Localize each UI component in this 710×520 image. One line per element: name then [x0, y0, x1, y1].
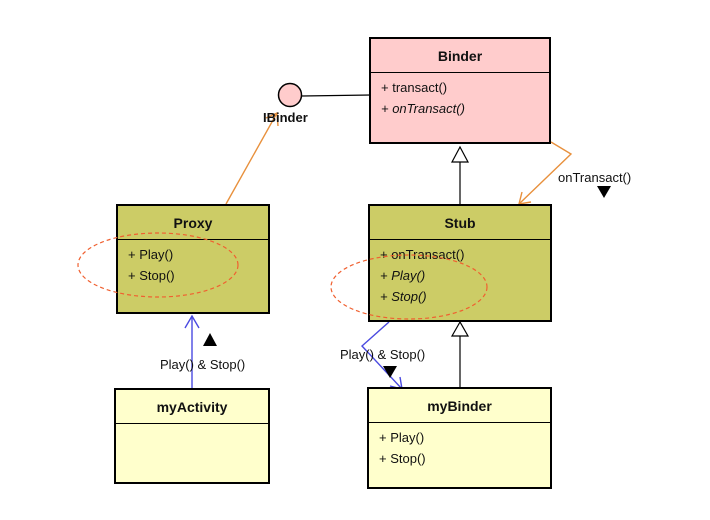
proxy-class-title: Proxy	[118, 206, 268, 240]
proxy-to-ibinder-arrowhead	[265, 111, 279, 127]
stub-class-box[interactable]: Stub + onTransact() + Play() + Stop()	[368, 204, 552, 322]
mybinder-class-box[interactable]: myBinder + Play() + Stop()	[367, 387, 552, 489]
stub-class-title: Stub	[370, 206, 550, 240]
myactivity-class-title: myActivity	[116, 390, 268, 424]
binder-method-ontransact: + onTransact()	[381, 101, 465, 116]
on-transact-direction-icon	[597, 186, 611, 198]
binder-method-transact: + transact()	[381, 80, 448, 95]
myactivity-class-box[interactable]: myActivity	[114, 388, 270, 484]
ibinder-interface-icon	[277, 82, 303, 108]
mybinder-class-title: myBinder	[369, 389, 550, 423]
on-transact-call-label: onTransact()	[558, 170, 632, 185]
stub-method-ontransact: + onTransact()	[380, 247, 465, 262]
binder-class-title: Binder	[371, 39, 549, 73]
binder-class-box[interactable]: Binder + transact() + onTransact()	[369, 37, 551, 144]
binder-to-stub-call-arrow	[518, 141, 573, 205]
proxy-to-ibinder-arrow	[225, 112, 278, 205]
mybinder-method-stop: + Stop()	[379, 451, 426, 466]
proxy-class-box[interactable]: Proxy + Play() + Stop()	[116, 204, 270, 314]
activity-call-direction-icon	[203, 333, 217, 346]
stub-method-stop: + Stop()	[380, 289, 427, 304]
activity-to-proxy-arrowhead	[184, 314, 200, 329]
stub-extends-binder-arrowhead	[451, 145, 469, 163]
stub-call-direction-icon	[383, 366, 397, 378]
stub-method-play: + Play()	[380, 268, 426, 283]
mybinder-method-play: + Play()	[379, 430, 425, 445]
proxy-method-stop: + Stop()	[128, 268, 175, 283]
activity-call-label: Play() & Stop()	[160, 357, 246, 372]
ibinder-label: IBinder	[263, 110, 308, 125]
mybinder-extends-stub-arrowhead	[450, 320, 470, 337]
proxy-method-play: + Play()	[128, 247, 174, 262]
stub-call-label: Play() & Stop()	[340, 347, 426, 362]
ibinder-connector	[301, 94, 372, 97]
